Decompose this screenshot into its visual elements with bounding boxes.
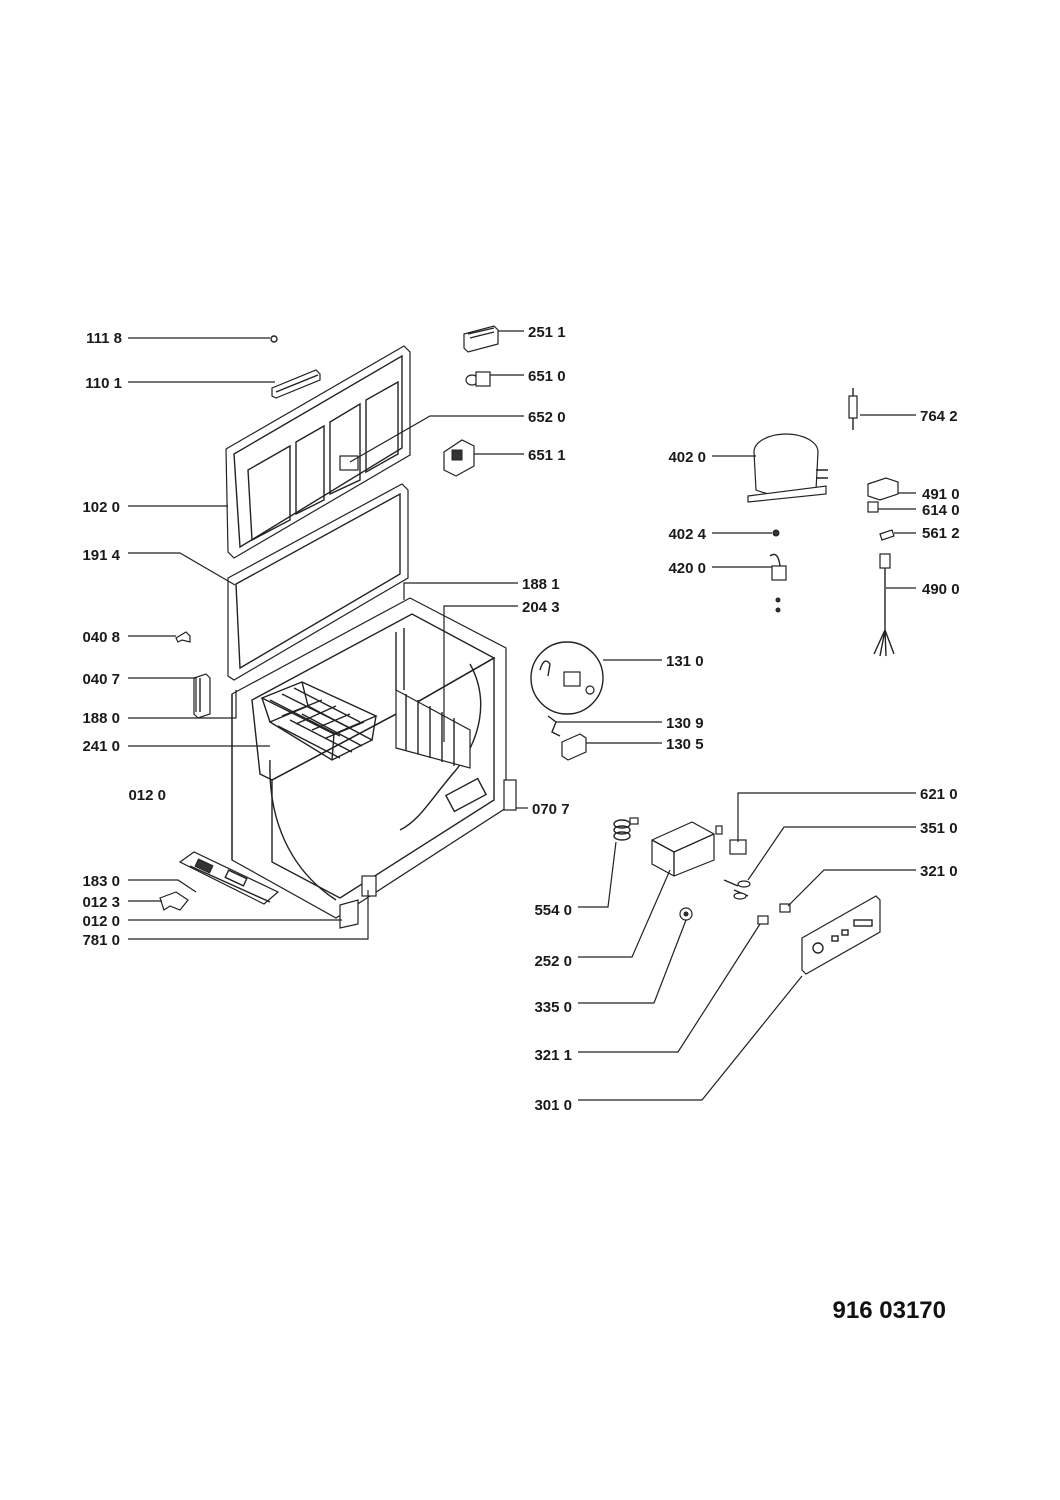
label-335-0: 335 0 — [534, 999, 572, 1016]
part-764-2 — [848, 388, 858, 430]
label-241-0: 241 0 — [82, 738, 120, 755]
label-102-0: 102 0 — [82, 499, 120, 516]
label-110-1: 110 1 — [85, 375, 122, 392]
part-402-4 — [772, 529, 780, 537]
label-420-0: 420 0 — [668, 560, 706, 577]
label-012-0-a: 012 0 — [128, 787, 166, 804]
part-131-0 — [530, 641, 604, 715]
part-191-4-gasket — [227, 483, 409, 681]
label-204-3: 204 3 — [522, 599, 560, 616]
part-351-0 — [723, 879, 751, 900]
part-651-1 — [443, 439, 475, 477]
label-402-4: 402 4 — [668, 526, 706, 543]
part-321-1 — [757, 915, 769, 925]
leader-lines — [128, 330, 916, 1101]
label-183-0: 183 0 — [82, 873, 120, 890]
part-335-0 — [679, 907, 693, 921]
part-321-0 — [779, 903, 791, 913]
label-251-1: 251 1 — [528, 324, 566, 341]
label-621-0: 621 0 — [920, 786, 958, 803]
label-301-0: 301 0 — [534, 1097, 572, 1114]
part-491-0 — [867, 477, 899, 501]
label-764-2: 764 2 — [920, 408, 958, 425]
label-012-3: 012 3 — [82, 894, 120, 911]
label-252-0: 252 0 — [534, 953, 572, 970]
part-111-8 — [270, 335, 278, 343]
label-561-2: 561 2 — [922, 525, 960, 542]
part-cabinet-body — [231, 597, 517, 929]
label-130-9: 130 9 — [666, 715, 704, 732]
part-012-3 — [159, 891, 189, 911]
part-204-3-divider — [395, 628, 471, 769]
part-102-0-lid — [225, 345, 411, 559]
part-labels: 111 8 110 1 102 0 191 4 040 8 040 7 188 … — [82, 324, 959, 1114]
part-301-0-panel — [801, 895, 881, 975]
part-420-0 — [769, 553, 787, 613]
part-651-0 — [465, 371, 491, 387]
label-781-0: 781 0 — [82, 932, 120, 949]
label-191-4: 191 4 — [82, 547, 120, 564]
document-code: 916 03170 — [833, 1297, 946, 1324]
label-070-7: 070 7 — [532, 801, 570, 818]
part-561-2 — [879, 529, 895, 541]
label-188-0: 188 0 — [82, 710, 120, 727]
part-040-7 — [193, 673, 211, 719]
label-012-0-b: 012 0 — [82, 913, 120, 930]
part-251-1 — [463, 325, 499, 353]
part-241-0-basket — [260, 681, 378, 761]
part-490-0-cord — [873, 553, 895, 657]
label-651-1: 651 1 — [528, 447, 566, 464]
label-321-0: 321 0 — [920, 863, 958, 880]
label-651-0: 651 0 — [528, 368, 566, 385]
label-554-0: 554 0 — [534, 902, 572, 919]
part-110-1 — [271, 369, 321, 399]
part-130-5 — [561, 733, 587, 761]
part-040-8 — [175, 631, 191, 643]
part-621-0 — [729, 839, 747, 855]
label-351-0: 351 0 — [920, 820, 958, 837]
part-614-0 — [867, 501, 879, 513]
part-402-0-compressor — [747, 433, 828, 503]
label-188-1: 188 1 — [522, 576, 560, 593]
label-040-8: 040 8 — [82, 629, 120, 646]
label-402-0: 402 0 — [668, 449, 706, 466]
label-490-0: 490 0 — [922, 581, 960, 598]
part-183-0 — [178, 851, 280, 905]
label-111-8: 111 8 — [86, 330, 122, 347]
part-554-0-spring — [613, 817, 639, 841]
part-130-9 — [547, 715, 561, 737]
label-614-0: 614 0 — [922, 502, 960, 519]
label-040-7: 040 7 — [82, 671, 120, 688]
label-131-0: 131 0 — [666, 653, 704, 670]
part-252-0 — [651, 821, 723, 877]
label-652-0: 652 0 — [528, 409, 566, 426]
label-130-5: 130 5 — [666, 736, 704, 753]
label-491-0: 491 0 — [922, 486, 960, 503]
label-321-1: 321 1 — [534, 1047, 572, 1064]
